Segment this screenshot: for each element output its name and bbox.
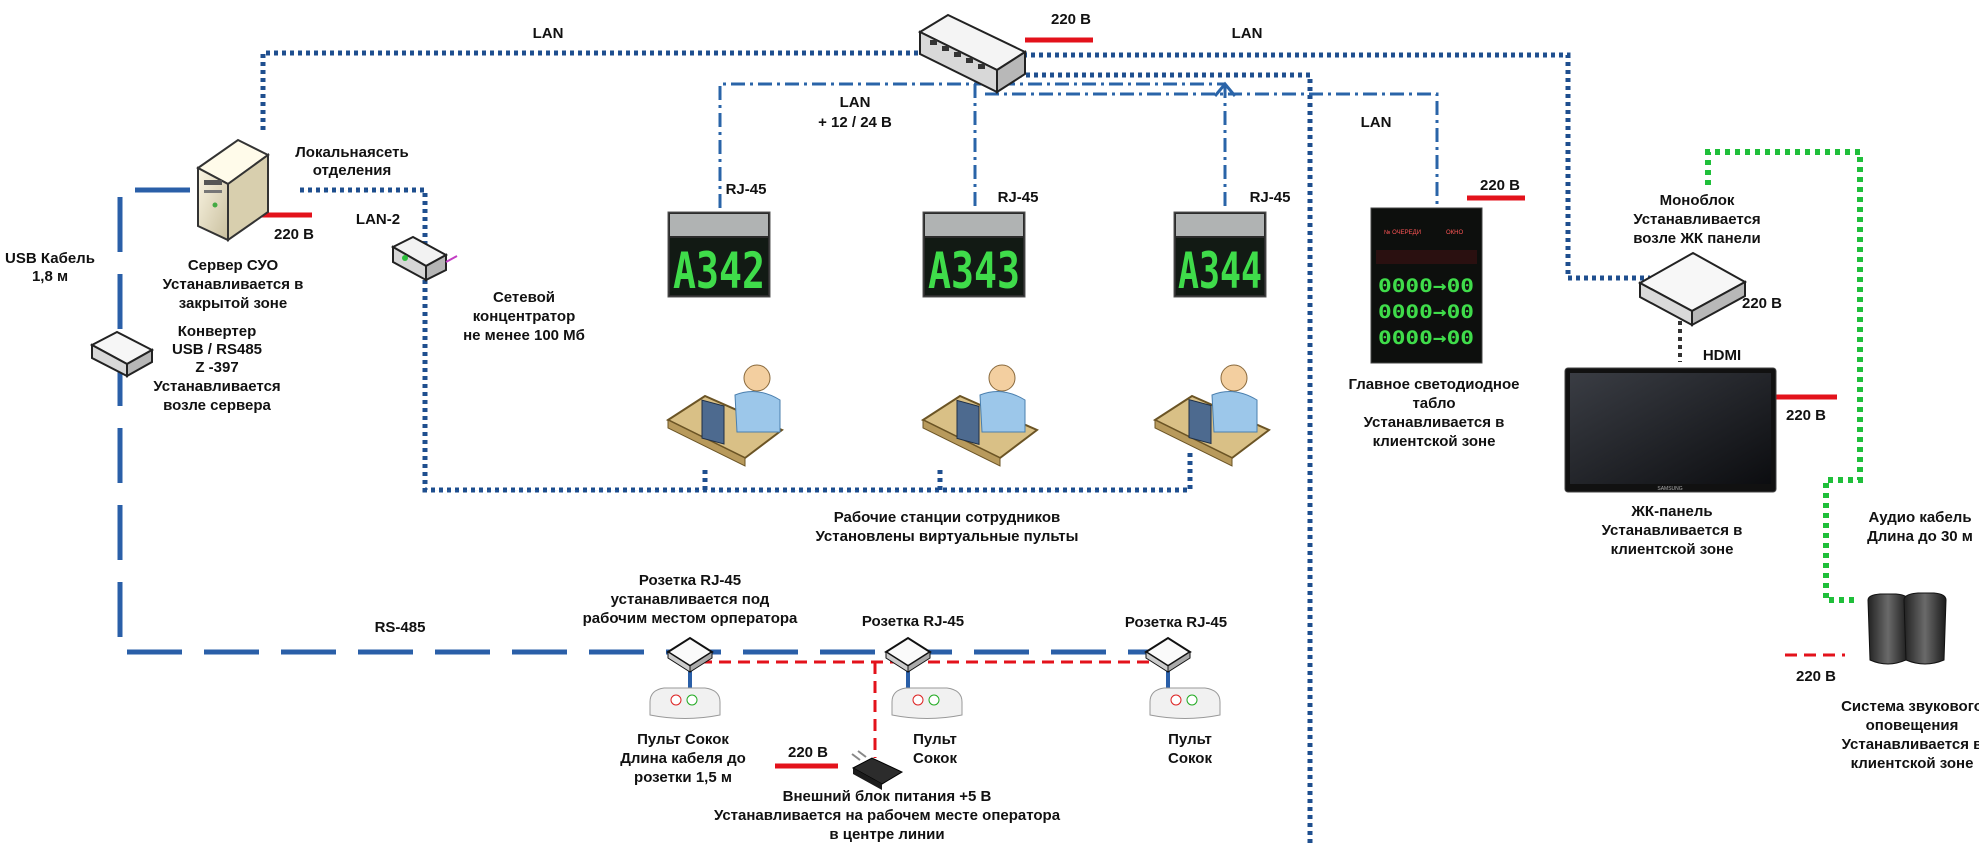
remote-2-icon bbox=[891, 687, 963, 719]
svg-text:0000→00: 0000→00 bbox=[1378, 327, 1474, 349]
svg-text:№ ОЧЕРЕДИ: № ОЧЕРЕДИ bbox=[1384, 229, 1421, 236]
server-icon bbox=[196, 138, 270, 242]
psu-power-lines bbox=[700, 653, 1845, 758]
lan-dotted-lines bbox=[260, 50, 1650, 843]
remote-1-icon bbox=[649, 687, 721, 719]
rj45-label-3: RJ-45 bbox=[1250, 189, 1291, 206]
rj45-socket-1-icon bbox=[666, 636, 714, 673]
rs485-label: RS-485 bbox=[375, 619, 426, 636]
network-switch-icon bbox=[917, 13, 1028, 94]
lan-center-label: LAN bbox=[840, 94, 871, 111]
lan-displays-lines bbox=[718, 82, 1439, 210]
psu-220-label: 220 В bbox=[788, 744, 828, 761]
rj45-label-1: RJ-45 bbox=[726, 181, 767, 198]
monoblock-220-label: 220 В bbox=[1742, 295, 1782, 312]
lcd-220-label: 220 В bbox=[1786, 407, 1826, 424]
led-display-2: А343 bbox=[922, 211, 1026, 300]
lcd-brand: SAMSUNG bbox=[1657, 486, 1682, 492]
svg-text:ОКНО: ОКНО bbox=[1446, 230, 1463, 236]
lan-right-label: LAN bbox=[1232, 25, 1263, 42]
lan-arrow-icon bbox=[1213, 81, 1237, 97]
server-220-label: 220 В bbox=[274, 226, 314, 243]
hdmi-label: HDMI bbox=[1703, 347, 1741, 364]
workstation-1-icon bbox=[665, 364, 784, 467]
led-display-1: А342 bbox=[667, 211, 771, 300]
display-3-number: А344 bbox=[1178, 242, 1262, 300]
converter-icon bbox=[89, 330, 155, 378]
remote-3-icon bbox=[1149, 687, 1221, 719]
workstation-3-icon bbox=[1152, 364, 1271, 467]
rj45-socket-2-icon bbox=[884, 636, 932, 673]
socket-cables bbox=[688, 668, 1170, 690]
lan2-label: LAN-2 bbox=[356, 211, 400, 228]
speakers-icon bbox=[1867, 592, 1947, 665]
switch-220-label: 220 В bbox=[1051, 11, 1091, 28]
lan-left-label: LAN bbox=[533, 25, 564, 42]
board-rows: 0000→00 0000→00 0000→00 bbox=[1378, 275, 1474, 349]
power-adapter-icon bbox=[851, 750, 904, 790]
socket-3-label: Розетка RJ-45 bbox=[1125, 614, 1227, 631]
svg-text:0000→00: 0000→00 bbox=[1378, 275, 1474, 297]
speakers-220-label: 220 В bbox=[1796, 668, 1836, 685]
workstation-2-icon bbox=[920, 364, 1039, 467]
monoblock-icon bbox=[1637, 251, 1748, 327]
main-led-board: № ОЧЕРЕДИ ОКНО 0000→00 0000→00 0000→00 bbox=[1370, 207, 1483, 364]
lan-power-label: + 12 / 24 В bbox=[818, 114, 892, 131]
lan-board-label: LAN bbox=[1361, 114, 1392, 131]
network-hub-icon bbox=[390, 235, 458, 282]
diagram-labels: LAN LAN 220 В LAN + 12 / 24 В LAN Локаль… bbox=[5, 11, 1979, 843]
rj45-socket-3-icon bbox=[1144, 636, 1192, 673]
power-bars bbox=[262, 37, 1837, 769]
socket-2-label: Розетка RJ-45 bbox=[862, 613, 964, 630]
lcd-panel-icon: SAMSUNG bbox=[1564, 367, 1777, 493]
rj45-label-2: RJ-45 bbox=[998, 189, 1039, 206]
board-220-label: 220 В bbox=[1480, 177, 1520, 194]
display-1-number: А342 bbox=[673, 242, 765, 300]
led-display-3: А344 bbox=[1173, 211, 1267, 300]
svg-text:0000→00: 0000→00 bbox=[1378, 301, 1474, 323]
audio-cable-line bbox=[1705, 149, 1863, 603]
display-2-number: А343 bbox=[928, 242, 1020, 300]
